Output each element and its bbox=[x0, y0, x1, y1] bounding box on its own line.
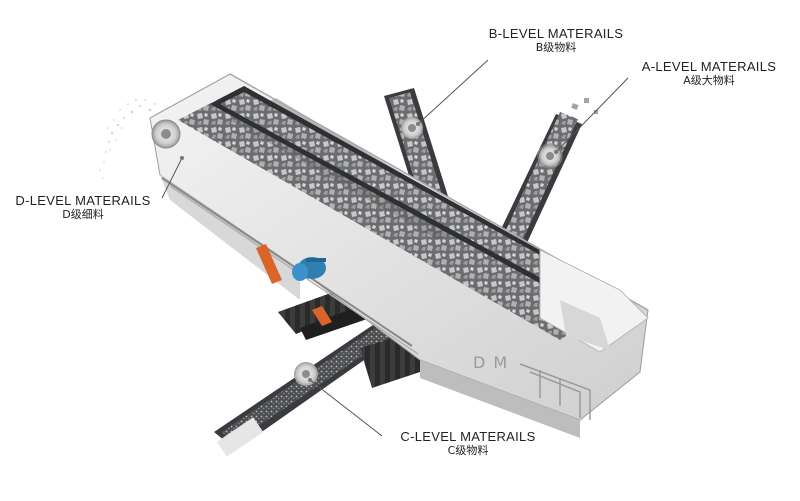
c-level-label-en: C-LEVEL MATERAILS bbox=[400, 429, 536, 444]
brand-plate: DM bbox=[463, 338, 525, 388]
c-level-label-zh: C级物料 bbox=[447, 443, 489, 457]
callout-dots bbox=[180, 122, 558, 382]
a-level-label-en: A-LEVEL MATERAILS bbox=[641, 59, 777, 74]
a-level-label-zh: A级大物料 bbox=[683, 73, 735, 87]
c-level-conveyor bbox=[214, 300, 424, 457]
b-level-label-en: B-LEVEL MATERAILS bbox=[488, 26, 624, 41]
drive-motor bbox=[292, 257, 326, 281]
side-railing bbox=[519, 363, 591, 420]
d-level-discharge bbox=[151, 119, 181, 149]
d-level-label: D-LEVEL MATERAILS D级细料 bbox=[4, 193, 162, 222]
b-level-label-zh: B级物料 bbox=[535, 40, 577, 54]
c-level-label: C-LEVEL MATERAILS C级物料 bbox=[378, 429, 558, 458]
main-frame bbox=[149, 73, 649, 438]
d-level-label-zh: D级细料 bbox=[62, 207, 104, 221]
b-level-label: B-LEVEL MATERAILS B级物料 bbox=[466, 26, 646, 55]
a-level-label: A-LEVEL MATERAILS A级大物料 bbox=[624, 59, 794, 88]
d-level-label-en: D-LEVEL MATERAILS bbox=[15, 193, 151, 208]
callout-leaders bbox=[161, 59, 629, 437]
fine-dust-spray bbox=[99, 99, 156, 179]
brand-plate-text: DM bbox=[473, 353, 516, 372]
a-level-falling-rocks bbox=[571, 98, 598, 114]
accent-stripes bbox=[256, 244, 332, 326]
